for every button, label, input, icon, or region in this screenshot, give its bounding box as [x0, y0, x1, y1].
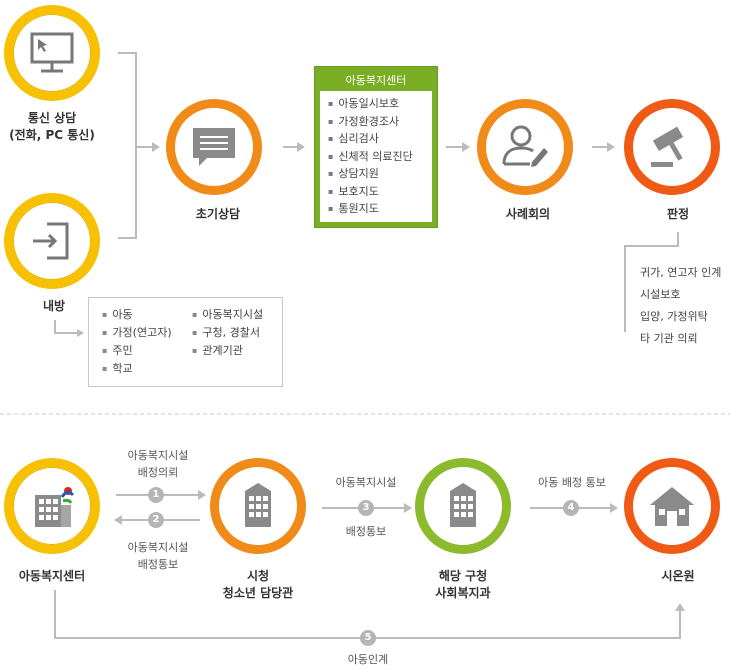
online-counsel-title: 통신 상담 — [27, 111, 77, 125]
visit-source-item: 아동 — [102, 306, 172, 324]
center-service-item: 신체적 의료진단 — [328, 148, 432, 166]
district-office-node — [415, 458, 511, 554]
decision-results: 귀가, 연고자 인계 시설보호 입양, 가정위탁 타 기관 의뢰 — [640, 262, 721, 350]
visit-source-item: 관계기관 — [192, 342, 263, 360]
city-hall-node — [210, 458, 306, 554]
house-icon — [650, 487, 694, 526]
center-service-item: 보호지도 — [328, 183, 432, 201]
city-hall-label: 시청 청소년 담당관 — [210, 568, 306, 602]
step-2-note: 아동복지시설 배정통보 — [106, 539, 210, 573]
center-service-item: 상담지원 — [328, 165, 432, 183]
bottom-center-node — [4, 458, 100, 554]
sion-won-node — [624, 458, 720, 554]
center-service-item: 심리검사 — [328, 130, 432, 148]
visit-label: 내방 — [42, 299, 66, 313]
visit-source-item: 아동복지시설 — [192, 306, 263, 324]
step-2-line1: 아동복지시설 — [127, 541, 189, 554]
visit-source-item: 학교 — [102, 360, 172, 378]
step-2-badge: 2 — [148, 512, 164, 528]
person-writing-icon — [502, 125, 548, 167]
bottom-center-label: 아동복지센터 — [18, 569, 86, 583]
building-icon — [450, 483, 476, 527]
initial-counsel-label: 초기상담 — [195, 207, 241, 221]
step-1-note: 아동복지시설 배정의뢰 — [106, 447, 210, 481]
building-logo-icon — [35, 487, 75, 527]
center-service-item: 가정환경조사 — [328, 113, 432, 131]
visit-source-left: 아동 가정(연고자) 주민 학교 — [102, 306, 172, 378]
center-box-title: 아동복지센터 — [345, 74, 407, 87]
step-3-badge: 3 — [358, 500, 374, 516]
decision-result-item: 타 기관 의뢰 — [640, 332, 698, 345]
step-1-badge: 1 — [148, 487, 164, 503]
step-1-line1: 아동복지시설 — [127, 449, 189, 462]
initial-counsel-node — [166, 99, 262, 195]
step-3-note-top: 아동복지시설 — [335, 476, 397, 489]
step-4-note: 아동 배정 통보 — [538, 476, 606, 489]
visit-node — [4, 193, 100, 289]
step-5-note: 아동인계 — [347, 653, 389, 666]
center-service-item: 통원지도 — [328, 200, 432, 218]
online-counsel-node — [4, 5, 100, 101]
decision-label: 판정 — [666, 207, 690, 221]
step-2-line2: 배정통보 — [137, 558, 179, 571]
city-hall-dept: 청소년 담당관 — [222, 586, 294, 600]
center-service-item: 아동일시보호 — [328, 95, 432, 113]
building-icon — [245, 483, 271, 527]
decision-node — [624, 99, 720, 195]
online-counsel-label: 통신 상담 (전화, PC 통신) — [0, 110, 104, 144]
district-office-title: 해당 구청 — [438, 569, 488, 583]
district-office-dept: 사회복지과 — [435, 586, 491, 600]
visit-source-box: 아동 가정(연고자) 주민 학교 아동복지시설 구청, 경찰서 관계기관 — [88, 297, 283, 387]
case-meeting-node — [477, 99, 573, 195]
decision-result-item: 시설보호 — [640, 288, 681, 301]
gavel-icon — [651, 126, 684, 167]
center-box-list: 아동일시보호 가정환경조사 심리검사 신체적 의료진단 상담지원 보호지도 통원… — [320, 91, 432, 222]
online-counsel-sub: (전화, PC 통신) — [9, 128, 95, 142]
district-office-label: 해당 구청 사회복지과 — [415, 568, 511, 602]
speech-bubble-icon — [193, 128, 235, 166]
visit-source-item: 가정(연고자) — [102, 324, 171, 342]
step-1-line2: 배정의뢰 — [137, 466, 179, 479]
step-3-note-bottom: 배정통보 — [345, 525, 387, 538]
decision-result-item: 입양, 가정위탁 — [640, 310, 708, 323]
sion-won-label: 시온원 — [661, 569, 695, 583]
child-welfare-center-box: 아동복지센터 아동일시보호 가정환경조사 심리검사 신체적 의료진단 상담지원 … — [314, 66, 438, 228]
decision-result-item: 귀가, 연고자 인계 — [640, 266, 722, 279]
visit-source-right: 아동복지시설 구청, 경찰서 관계기관 — [192, 306, 263, 360]
step-4-badge: 4 — [563, 500, 579, 516]
case-meeting-label: 사례회의 — [505, 207, 551, 221]
enter-icon — [33, 222, 69, 260]
monitor-icon — [30, 32, 74, 73]
visit-source-item: 주민 — [102, 342, 172, 360]
city-hall-title: 시청 — [246, 569, 270, 583]
visit-source-item: 구청, 경찰서 — [192, 324, 263, 342]
step-5-badge: 5 — [360, 630, 376, 646]
